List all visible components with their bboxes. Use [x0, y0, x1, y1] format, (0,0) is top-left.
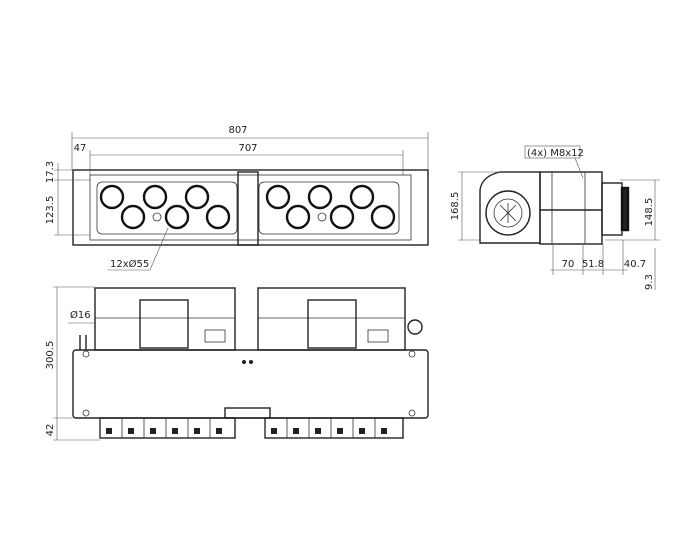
dim-total-height: 168.5: [450, 192, 461, 221]
fin: [128, 428, 134, 434]
fin: [315, 428, 321, 434]
hole: [329, 204, 355, 230]
screws-label: (4x) M8x12: [527, 148, 584, 159]
hole: [120, 204, 146, 230]
fin: [106, 428, 112, 434]
fin: [293, 428, 299, 434]
fin: [337, 428, 343, 434]
fin: [194, 428, 200, 434]
pipe-diameter-label: Ø16: [70, 309, 91, 321]
hole: [349, 184, 375, 210]
fins: [99, 418, 387, 438]
dim-motor-height: 148.5: [644, 198, 655, 227]
dim-b: 51.8: [582, 259, 604, 270]
hole: [184, 184, 210, 210]
dim-c: 40.7: [624, 259, 646, 270]
hole: [285, 204, 311, 230]
dim-a: 70: [562, 259, 575, 270]
fin: [150, 428, 156, 434]
fin: [381, 428, 387, 434]
dim-height-b: 123.5: [45, 196, 56, 225]
small-hole: [152, 212, 162, 222]
hole: [265, 184, 291, 210]
fin: [172, 428, 178, 434]
dim-inner-width: 707: [238, 143, 257, 154]
dim-height-a: 17.3: [45, 161, 56, 183]
hole: [205, 204, 231, 230]
dim-overall-width: 807: [228, 125, 247, 136]
dim-d: 9.3: [644, 274, 655, 290]
dim-fins-height: 42: [45, 424, 56, 437]
dim-front-height: 300.5: [45, 341, 56, 370]
small-hole: [317, 212, 327, 222]
holes-label: 12xØ55: [110, 258, 149, 270]
hole: [142, 184, 168, 210]
hole: [370, 204, 396, 230]
hole: [99, 184, 125, 210]
side-view: 168.5 148.5 (4x) M8x12 70 51.8 40.7 9.3: [450, 145, 660, 290]
fin: [359, 428, 365, 434]
front-view: 300.5 42 Ø16: [45, 286, 429, 441]
dim-offset: 47: [74, 143, 87, 154]
top-view: 807 707 47 17.3 123.5 12xØ55: [45, 125, 429, 271]
fin: [271, 428, 277, 434]
hole: [307, 184, 333, 210]
fin: [216, 428, 222, 434]
air-outlet-holes: [99, 184, 396, 230]
hole: [164, 204, 190, 230]
